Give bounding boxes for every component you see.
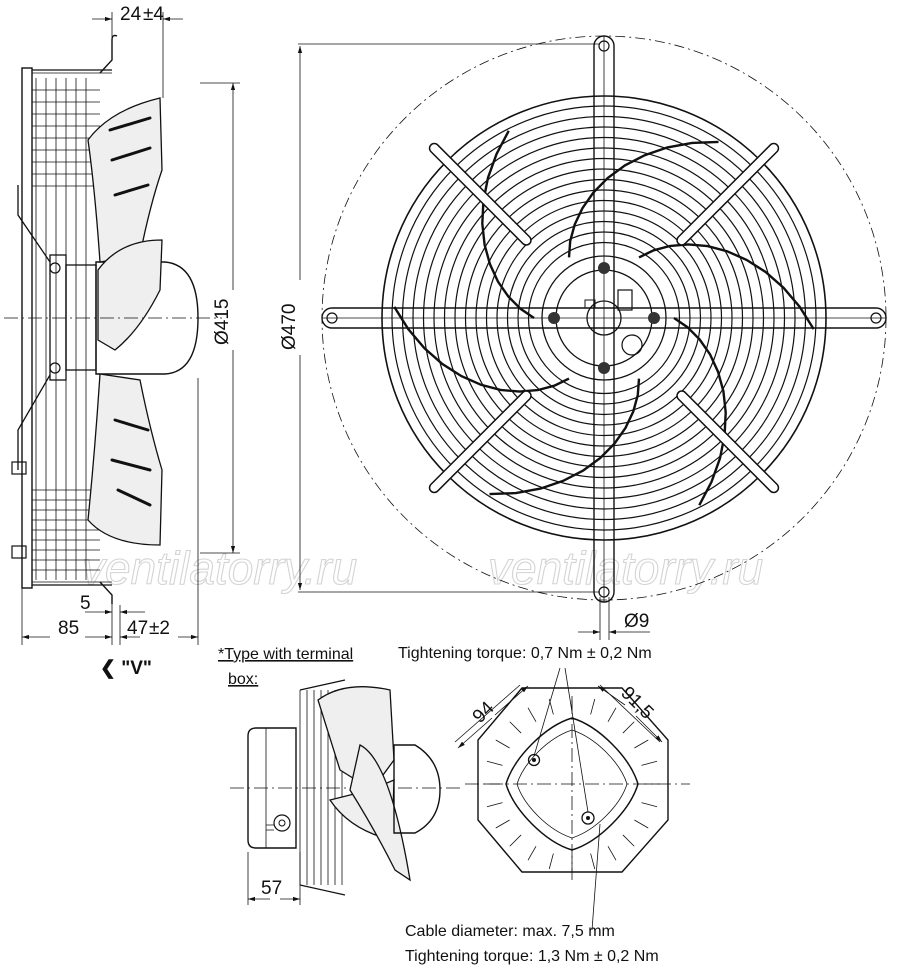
rotor-mounting-view: Tightening torque: 0,7 Nm ± 0,2 Nm 94 91… [398, 645, 690, 965]
terminal-box-note-line2: box: [228, 671, 258, 688]
dim-hole-9: Ø9 [624, 611, 649, 632]
dim-57: 57 [261, 878, 282, 899]
front-view: Ø470 Ø9 [279, 35, 887, 640]
terminal-box-note-line1: *Type with terminal [218, 646, 353, 663]
side-blade-top [87, 97, 163, 263]
dim-47-tolerance: ±2 [149, 618, 170, 639]
dim-94: 94 [469, 697, 499, 727]
side-blade-mid [97, 239, 163, 351]
torque-bottom-note: Tightening torque: 1,3 Nm ± 0,2 Nm [405, 948, 659, 965]
dim-diameter-415: Ø415 [212, 299, 233, 345]
terminal-box-view: *Type with terminal box: 57 [218, 646, 460, 905]
cable-gland [273, 814, 291, 832]
watermark-left: ventilatorry.ru [82, 542, 357, 594]
terminal-box [247, 727, 297, 849]
side-view: 24 ±4 Ø415 5 85 47 ±2 ❮ "V" [4, 4, 240, 679]
dim-85: 85 [58, 618, 79, 639]
dim-diameter-470: Ø470 [279, 304, 300, 350]
impeller-blades [393, 130, 815, 506]
cable-diameter-note: Cable diameter: max. 7,5 mm [405, 923, 615, 940]
dim-5: 5 [80, 593, 91, 614]
watermark-right: ventilatorry.ru [488, 542, 763, 594]
dim-47: 47 [127, 618, 148, 639]
torque-top-note: Tightening torque: 0,7 Nm ± 0,2 Nm [398, 645, 652, 662]
guard-grille [32, 78, 100, 580]
dim-24: 24 [120, 4, 142, 25]
view-marker-v: ❮ "V" [100, 658, 152, 679]
dim-24-tolerance: ±4 [143, 4, 164, 25]
rotor-outline [477, 687, 669, 873]
side-blade-bottom [87, 373, 163, 546]
